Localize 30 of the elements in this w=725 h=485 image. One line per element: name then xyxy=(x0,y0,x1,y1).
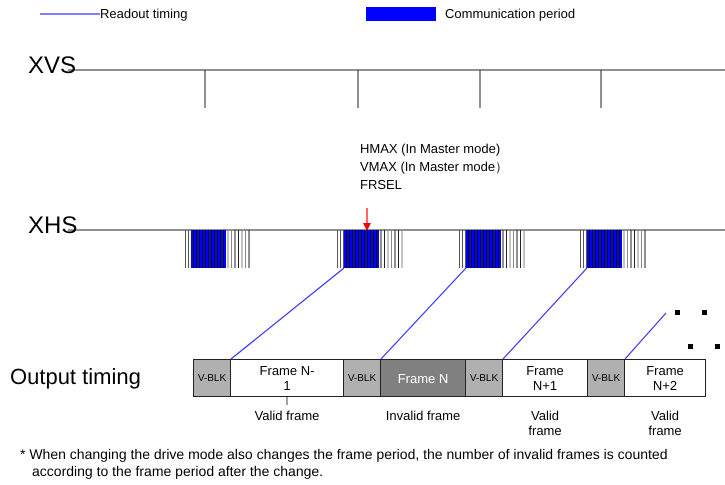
frame-status-label: Valid frame xyxy=(527,408,563,438)
v-blank-box: V-BLK xyxy=(587,359,625,397)
footnote: * When changing the drive mode also changes the frame period, the number of invalid frames is counted according to the frame period after the change. xyxy=(20,446,668,480)
signal-name: XVS xyxy=(28,52,76,80)
arrow xyxy=(363,208,371,231)
frame-box: Frame N+1 xyxy=(502,359,588,397)
readout-timing-line xyxy=(502,268,588,360)
register-label: VMAX (In Master mode） xyxy=(360,158,500,176)
communication-period-bar xyxy=(191,230,226,268)
frame-status-label: Invalid frame xyxy=(384,408,462,423)
readout-timing-line xyxy=(380,268,466,360)
readout-timing-line xyxy=(624,312,666,360)
frame-box: Frame N+2 xyxy=(624,359,706,397)
v-blank-box: V-BLK xyxy=(343,359,381,397)
register-label: HMAX (In Master mode) xyxy=(360,140,500,158)
communication-period-bar xyxy=(344,230,379,268)
legend-label: Communication period xyxy=(445,6,576,22)
frame-box: Frame N xyxy=(380,359,466,397)
frame-status-label: Valid frame xyxy=(647,408,683,438)
legend-label: Readout timing xyxy=(100,6,188,22)
frame-box: Frame N-1 xyxy=(230,359,344,397)
frame-status-label: Valid frame xyxy=(254,408,320,423)
communication-period-bar xyxy=(587,230,622,268)
signal-name: XHS xyxy=(28,212,78,240)
v-blank-box: V-BLK xyxy=(193,359,231,397)
readout-timing-line xyxy=(230,268,344,360)
register-label: FRSEL xyxy=(360,176,403,194)
communication-period-bar xyxy=(466,230,501,268)
v-blank-box: V-BLK xyxy=(465,359,503,397)
row-label: Output timing xyxy=(10,364,141,390)
